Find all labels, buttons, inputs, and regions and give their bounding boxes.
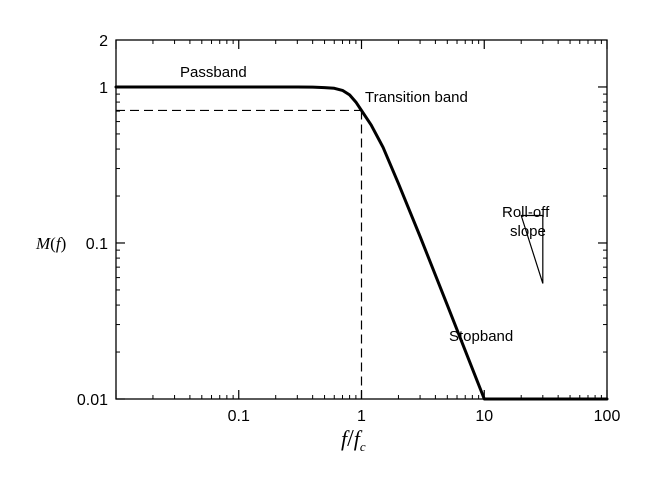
annotation-transition-band: Transition band — [365, 89, 468, 106]
y-tick-label: 0.01 — [77, 392, 108, 409]
x-axis-title: f/fc — [341, 426, 366, 454]
x-axis-subscript: c — [360, 439, 366, 454]
y-axis-open: ( — [50, 234, 56, 253]
x-axis-sub-base: f — [354, 426, 363, 451]
series-group — [114, 85, 609, 401]
annotation-rolloff: Roll-off — [502, 204, 550, 221]
annotation-passband: Passband — [180, 64, 247, 81]
tick-labels: 0.1 1 10 100 0.01 0.1 1 2 — [77, 33, 621, 425]
slope-triangle — [520, 214, 544, 284]
y-tick-label: 0.1 — [86, 236, 108, 253]
axis-ticks — [115, 40, 608, 400]
x-tick-label: 100 — [594, 408, 621, 425]
reference-lines — [116, 109, 363, 399]
y-axis-arg: f — [56, 234, 63, 253]
x-axis-base: f — [341, 426, 350, 451]
x-tick-label: 10 — [475, 408, 493, 425]
x-axis-slash: / — [347, 426, 354, 452]
y-axis-close: ) — [61, 234, 67, 253]
annotation-stopband: Stopband — [449, 328, 513, 345]
series-line — [114, 85, 609, 401]
annotation-slope: slope — [510, 223, 546, 240]
y-axis-func: M — [35, 234, 51, 253]
axis-titles: M(f) f/fc — [35, 234, 366, 454]
x-tick-label: 0.1 — [228, 408, 250, 425]
y-tick-label: 1 — [99, 80, 108, 97]
y-axis-title: M(f) — [35, 234, 66, 253]
y-tick-label: 2 — [99, 33, 108, 50]
x-tick-label: 1 — [357, 408, 366, 425]
